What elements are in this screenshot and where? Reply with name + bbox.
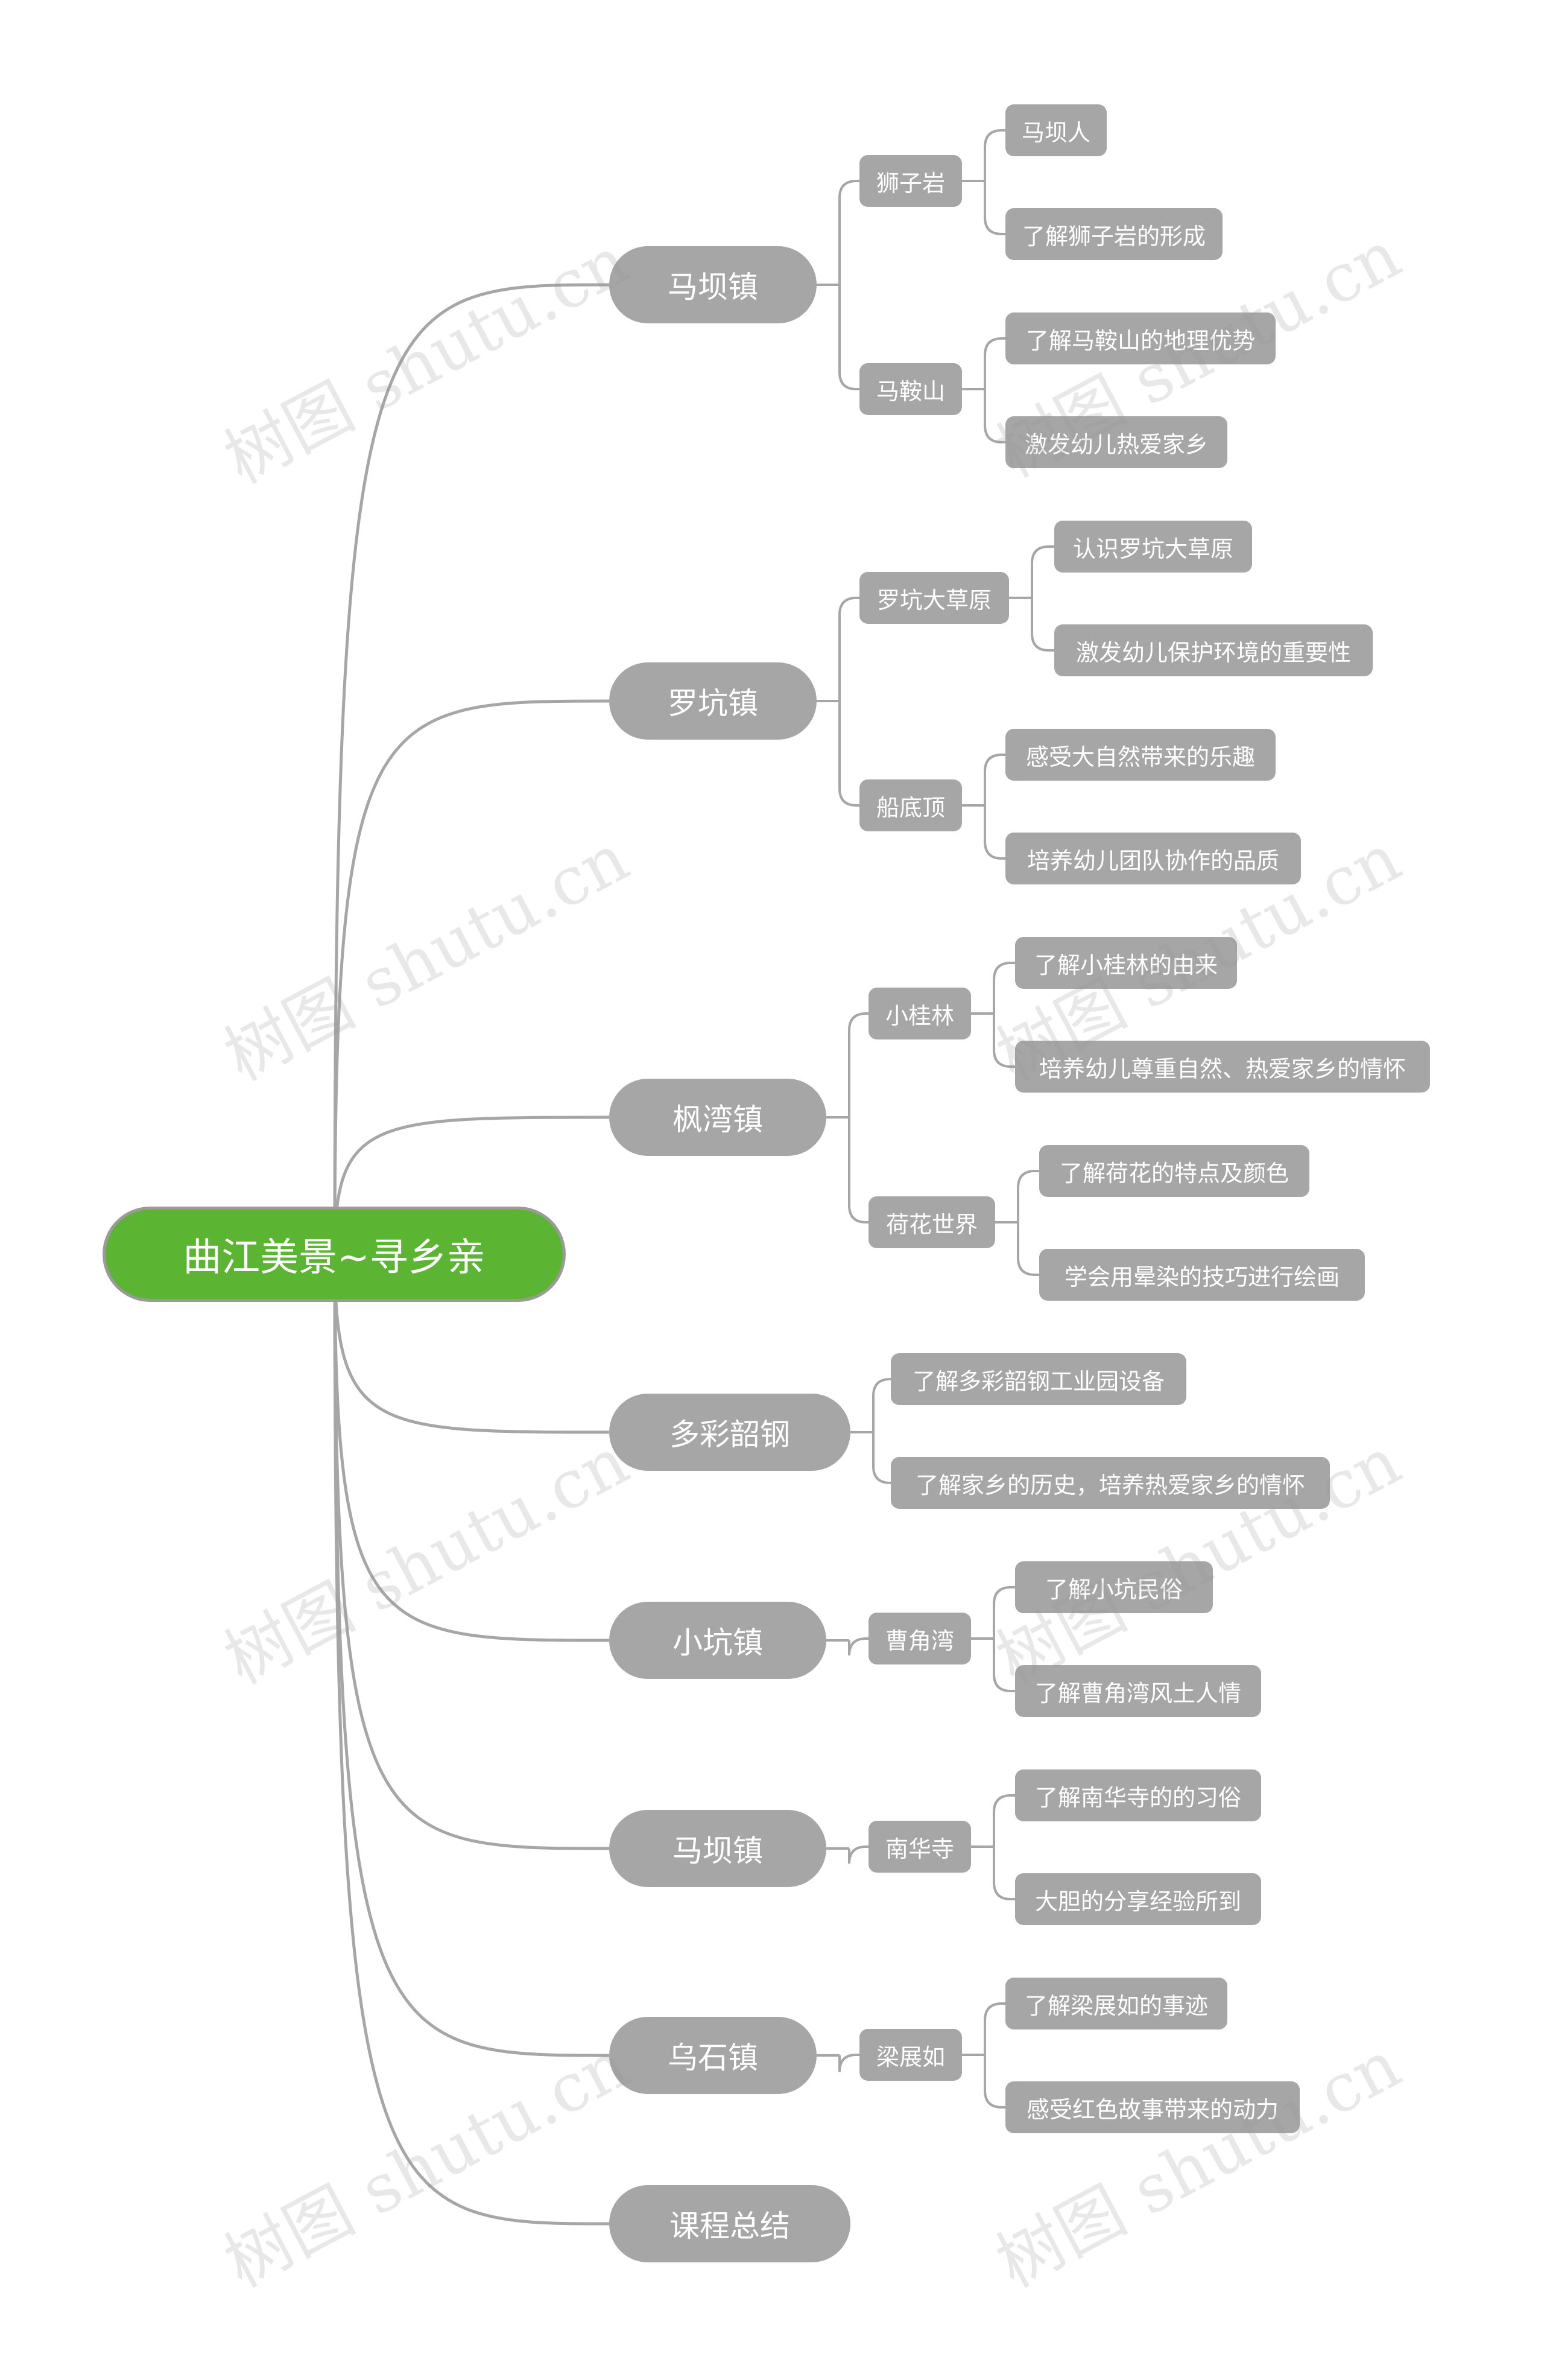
connector-line <box>984 337 1005 389</box>
leaf-node-3-1-1[interactable]: 了解小桂林的由来 <box>1015 937 1237 989</box>
connector-line <box>1017 1222 1039 1276</box>
leaf-node-2-2-1[interactable]: 感受大自然带来的乐趣 <box>1005 729 1276 781</box>
branch-node-7[interactable]: 乌石镇 <box>609 2017 817 2094</box>
leaf-node-2-1-2[interactable]: 激发幼儿保护环境的重要性 <box>1054 624 1373 676</box>
connector-line <box>984 181 1005 235</box>
connector-line <box>838 180 859 285</box>
sub-node-6-1[interactable]: 南华寺 <box>868 1821 971 1873</box>
branch-node-1[interactable]: 马坝镇 <box>609 246 817 323</box>
branch-node-3[interactable]: 枫湾镇 <box>609 1079 826 1156</box>
leaf-node-1-1-1[interactable]: 马坝人 <box>1005 104 1107 156</box>
connector-line <box>333 699 610 1255</box>
leaf-node-4-1[interactable]: 了解多彩韶钢工业园设备 <box>891 1353 1186 1405</box>
connector-line <box>333 1254 610 1850</box>
sub-node-3-2[interactable]: 荷花世界 <box>868 1196 995 1248</box>
branch-node-6[interactable]: 马坝镇 <box>609 1810 826 1887</box>
leaf-node-4-2[interactable]: 了解家乡的历史，培养热爱家乡的情怀 <box>891 1457 1330 1509</box>
sub-node-5-1[interactable]: 曹角湾 <box>868 1613 971 1664</box>
leaf-node-6-1-2[interactable]: 大胆的分享经验所到 <box>1015 1873 1261 1925</box>
connector-line <box>838 597 859 701</box>
leaf-node-6-1-1[interactable]: 了解南华寺的的习俗 <box>1015 1769 1261 1821</box>
leaf-node-2-2-2[interactable]: 培养幼儿团队协作的品质 <box>1005 833 1301 884</box>
leaf-node-7-1-1[interactable]: 了解梁展如的事迹 <box>1005 1978 1227 2029</box>
sub-node-7-1[interactable]: 梁展如 <box>859 2029 962 2081</box>
sub-node-3-1[interactable]: 小桂林 <box>868 988 971 1039</box>
connector-line <box>993 1847 1015 1900</box>
connector-line <box>848 1845 868 1864</box>
leaf-node-1-2-1[interactable]: 了解马鞍山的地理优势 <box>1005 313 1276 364</box>
connector-line <box>838 701 859 807</box>
leaf-node-5-1-2[interactable]: 了解曹角湾风土人情 <box>1015 1665 1261 1717</box>
leaf-node-2-1-1[interactable]: 认识罗坑大草原 <box>1054 521 1252 573</box>
sub-node-2-2[interactable]: 船底顶 <box>859 779 962 831</box>
connector-line <box>333 1254 610 2226</box>
connector-line <box>993 1586 1015 1639</box>
leaf-node-7-1-2[interactable]: 感受红色故事带来的动力 <box>1005 2081 1300 2133</box>
leaf-node-5-1-1[interactable]: 了解小坑民俗 <box>1015 1561 1213 1613</box>
sub-node-2-1[interactable]: 罗坑大草原 <box>859 572 1009 624</box>
connector-line <box>333 1254 610 1434</box>
sub-node-1-1[interactable]: 狮子岩 <box>859 155 962 207</box>
connector-line <box>838 285 859 390</box>
leaf-node-3-2-1[interactable]: 了解荷花的特点及颜色 <box>1039 1145 1309 1197</box>
connector-line <box>993 1794 1015 1847</box>
connector-line <box>984 2055 1005 2109</box>
connector-line <box>848 1117 868 1223</box>
connector-line <box>993 1639 1015 1692</box>
connector-line <box>872 1378 891 1432</box>
connector-line <box>1031 598 1054 652</box>
connector-line <box>848 1012 868 1117</box>
sub-node-1-2[interactable]: 马鞍山 <box>859 363 962 415</box>
connector-line <box>984 805 1005 860</box>
connector-line <box>333 1115 610 1255</box>
branch-node-5[interactable]: 小坑镇 <box>609 1602 826 1679</box>
branch-node-4[interactable]: 多彩韶钢 <box>609 1394 850 1471</box>
root-topic[interactable]: 曲江美景~寻乡亲 <box>103 1207 566 1302</box>
connector-line <box>838 2054 859 2072</box>
leaf-node-3-2-2[interactable]: 学会用晕染的技巧进行绘画 <box>1039 1249 1365 1301</box>
connector-line <box>993 1014 1015 1068</box>
connector-line <box>984 2002 1005 2055</box>
leaf-node-1-1-2[interactable]: 了解狮子岩的形成 <box>1005 208 1223 260</box>
leaf-node-1-2-2[interactable]: 激发幼儿热爱家乡 <box>1005 416 1227 468</box>
connector-line <box>1031 545 1054 598</box>
leaf-node-3-1-2[interactable]: 培养幼儿尊重自然、热爱家乡的情怀 <box>1015 1041 1430 1093</box>
connector-line <box>993 962 1015 1014</box>
connector-line <box>872 1432 891 1484</box>
branch-node-8[interactable]: 课程总结 <box>609 2185 850 2262</box>
branch-node-2[interactable]: 罗坑镇 <box>609 662 817 740</box>
connector-line <box>1017 1170 1039 1222</box>
connector-line <box>984 754 1005 805</box>
connector-line <box>333 283 610 1255</box>
connector-line <box>848 1637 868 1656</box>
connector-line <box>984 129 1005 181</box>
connector-line <box>984 389 1005 443</box>
connector-line <box>333 1254 610 1642</box>
